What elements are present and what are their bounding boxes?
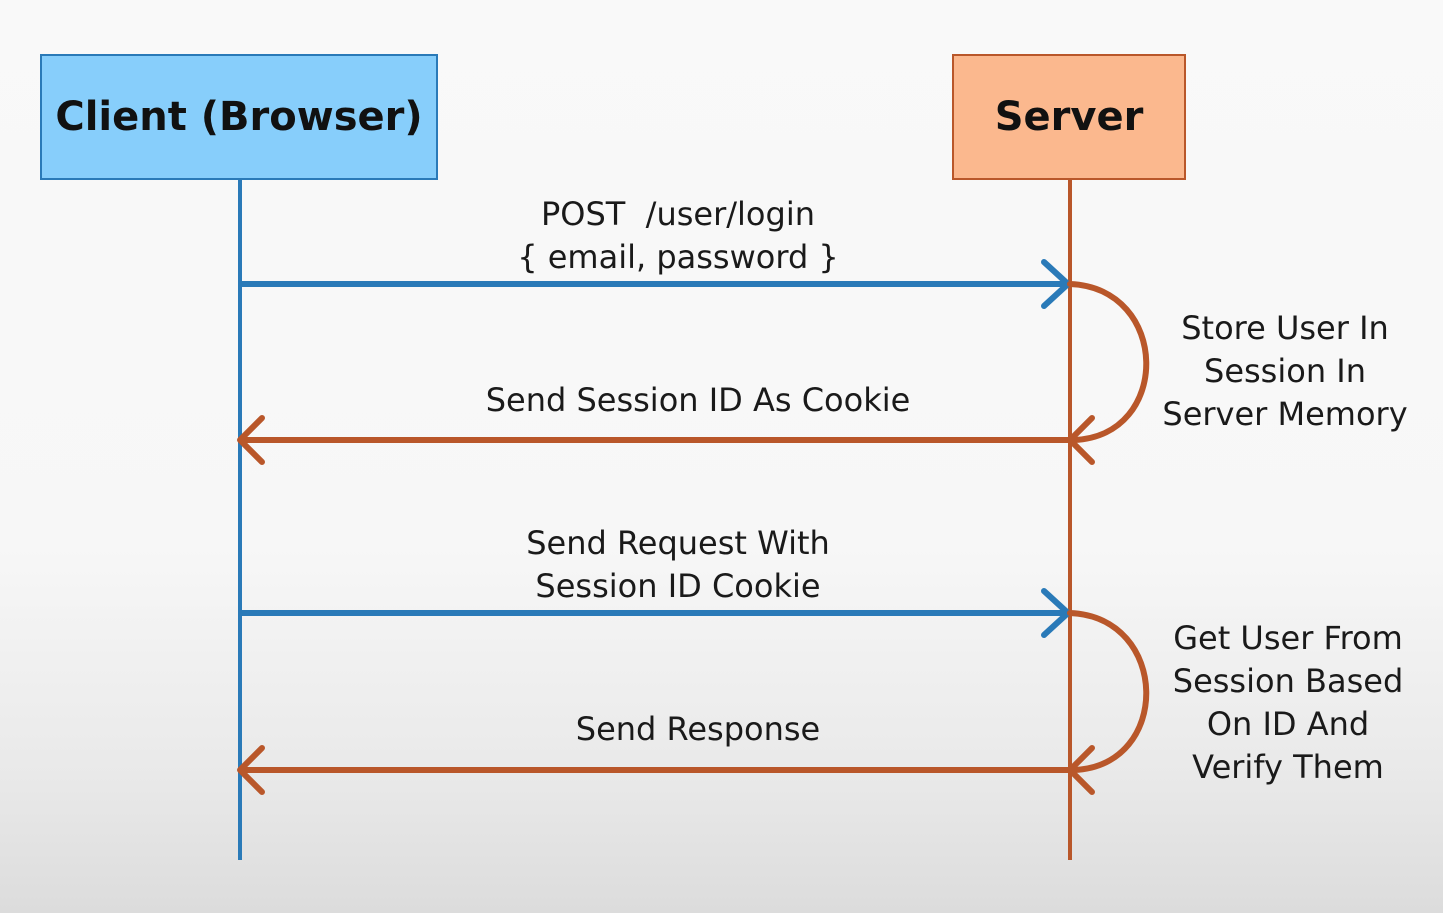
message-label-response: Send Response: [576, 708, 820, 751]
message-label-line: Send Request With: [526, 524, 830, 562]
server-actor-box: Server: [952, 54, 1186, 180]
note-line: Session Based: [1172, 662, 1404, 700]
message-label-line: Send Session ID As Cookie: [485, 381, 911, 419]
message-arrow-response: [237, 745, 1071, 795]
note-line: Verify Them: [1192, 748, 1384, 786]
note-line: Session In: [1204, 352, 1366, 390]
message-label-request: Send Request With Session ID Cookie: [526, 522, 830, 608]
message-label-login: POST /user/login { email, password }: [517, 193, 839, 279]
note-line: Store User In: [1181, 309, 1389, 347]
client-actor-label: Client (Browser): [55, 94, 423, 140]
note-line: On ID And: [1206, 705, 1370, 743]
self-loop-get-user: [1067, 610, 1150, 795]
note-line: Server Memory: [1162, 395, 1408, 433]
message-label-line: Send Response: [575, 710, 821, 748]
message-arrow-session-cookie: [237, 415, 1071, 465]
client-actor-box: Client (Browser): [40, 54, 438, 180]
note-line: Get User From: [1173, 619, 1403, 657]
message-label-line: { email, password }: [517, 238, 839, 276]
note-get-user: Get User From Session Based On ID And Ve…: [1173, 617, 1404, 789]
note-store-session: Store User In Session In Server Memory: [1162, 307, 1407, 436]
message-label-line: POST /user/login: [540, 195, 815, 233]
self-loop-store-session: [1067, 281, 1150, 465]
message-label-session-cookie: Send Session ID As Cookie: [486, 379, 911, 422]
server-actor-label: Server: [994, 94, 1144, 140]
message-label-line: Session ID Cookie: [535, 567, 821, 605]
